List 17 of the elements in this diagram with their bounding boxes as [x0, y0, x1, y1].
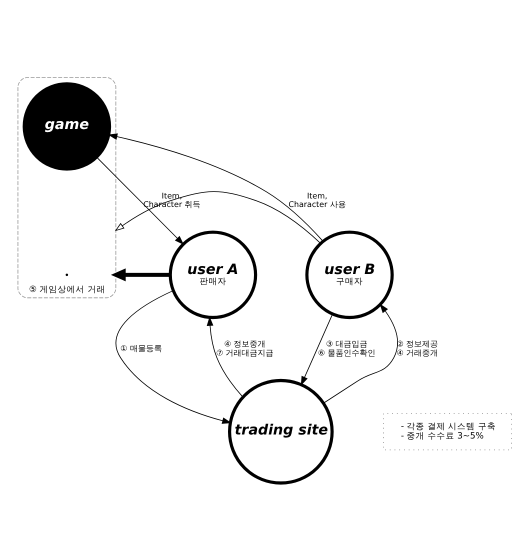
- arrow: [116, 290, 232, 424]
- arrow: [323, 303, 398, 404]
- arrow: [96, 156, 184, 244]
- node-circle: game: [22, 82, 112, 170]
- node-circle: trading site: [228, 378, 334, 484]
- arrow: [108, 132, 324, 242]
- node-box: - 각종 결제 시스템 구축 - 중개 수수료 3~5%: [383, 412, 512, 450]
- node-circle: user B 구매자: [305, 230, 394, 319]
- edge-label: ③ 대금입금 ⑥ 물품인수확인: [318, 339, 376, 357]
- arrow: [300, 313, 333, 386]
- edge-label: Item, Character 사용: [288, 190, 346, 208]
- edge-label: ① 매물등록: [120, 344, 162, 353]
- edge-label: ④ 정보중개 ⑦ 거래대금지급: [216, 339, 274, 357]
- arrow: [114, 190, 321, 244]
- node-circle: user A 판매자: [168, 230, 258, 319]
- arrow: [110, 268, 170, 281]
- arrow: [206, 316, 244, 397]
